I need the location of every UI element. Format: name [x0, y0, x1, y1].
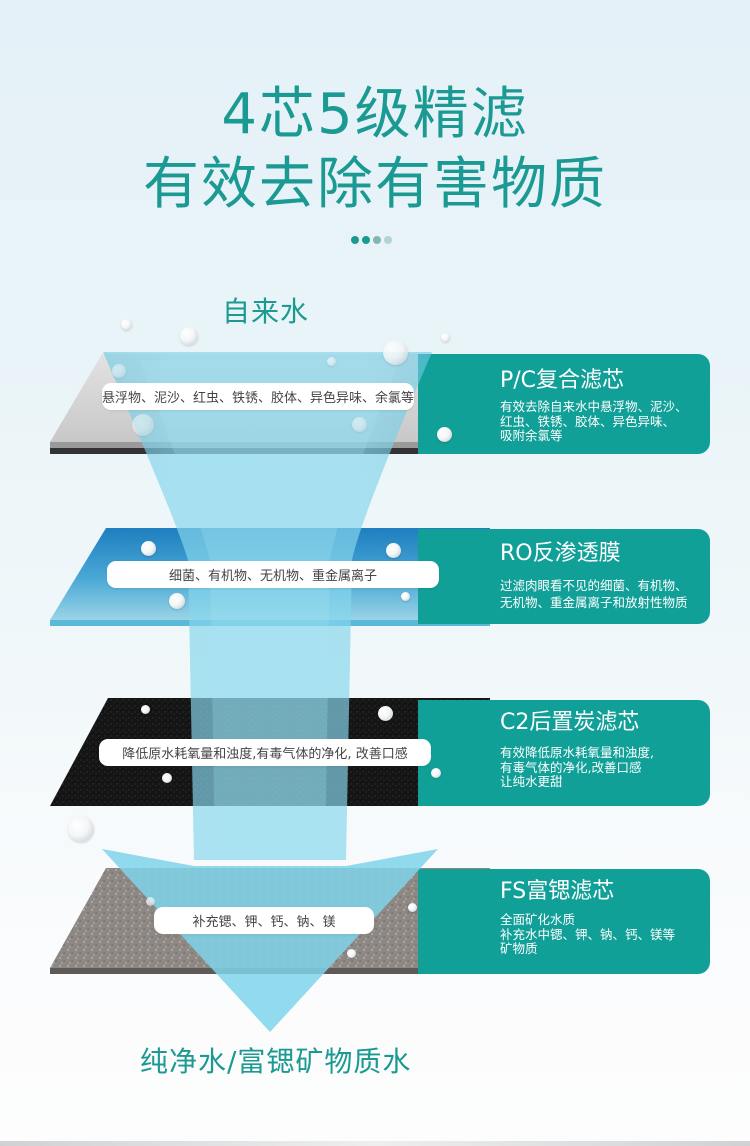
input-water-label: 自来水: [222, 295, 310, 328]
page-dot-3: [373, 236, 381, 244]
bubble-decoration: [378, 706, 393, 721]
removes-label-fs: 补充锶、钾、钙、钠、镁: [154, 907, 374, 934]
removes-label-ro: 细菌、有机物、无机物、重金属离子: [107, 561, 439, 588]
page-dot-2: [362, 236, 370, 244]
page-title-line1: 4芯5级精滤: [221, 82, 529, 147]
removes-label-c2: 降低原水耗氧量和浊度,有毒气体的净化, 改善口感: [99, 739, 431, 766]
stage-card-pc: P/C复合滤芯 有效去除自来水中悬浮物、泥沙、 红虫、铁锈、胶体、异色异味、 吸…: [418, 354, 710, 454]
bubble-decoration: [401, 592, 410, 601]
bubble-decoration: [327, 357, 336, 366]
page-dot-4: [384, 236, 392, 244]
bubble-decoration: [431, 768, 441, 778]
bubble-decoration: [141, 541, 156, 556]
bubble-decoration: [112, 364, 126, 378]
stage-card-fs: FS富锶滤芯 全面矿化水质 补充水中锶、钾、钠、钙、镁等 矿物质: [418, 869, 710, 974]
stage-description: 有效去除自来水中悬浮物、泥沙、 红虫、铁锈、胶体、异色异味、 吸附余氯等: [500, 399, 688, 443]
page-title-line2: 有效去除有害物质: [143, 152, 607, 217]
bubble-decoration: [146, 897, 155, 906]
stage-description: 全面矿化水质 补充水中锶、钾、钠、钙、镁等 矿物质: [500, 912, 676, 956]
output-water-label: 纯净水/富锶矿物质水: [140, 1045, 412, 1078]
stage-card-ro: RO反渗透膜 过滤肉眼看不见的细菌、有机物、 无机物、重金属离子和放射性物质: [418, 529, 710, 624]
bubble-decoration: [121, 319, 132, 330]
stage-title: FS富锶滤芯: [500, 879, 615, 904]
page-indicator: [351, 236, 392, 244]
bubble-decoration: [352, 417, 367, 432]
stage-description: 有效降低原水耗氧量和浊度, 有毒气体的净化,改善口感 让纯水更甜: [500, 745, 654, 789]
bubble-decoration: [169, 593, 185, 609]
bubble-decoration: [141, 705, 150, 714]
bottom-divider: [0, 1141, 750, 1146]
bubble-decoration: [347, 949, 356, 958]
stage-title: RO反渗透膜: [500, 541, 621, 566]
bubble-decoration: [162, 773, 172, 783]
bubble-decoration: [383, 340, 408, 365]
bubble-decoration: [68, 816, 94, 842]
bubble-decoration: [441, 333, 450, 342]
page-dot-1: [351, 236, 359, 244]
bubble-decoration: [132, 414, 154, 436]
stage-description: 过滤肉眼看不见的细菌、有机物、 无机物、重金属离子和放射性物质: [500, 578, 688, 610]
removes-label-pc: 悬浮物、泥沙、红虫、铁锈、胶体、异色异味、余氯等: [102, 383, 414, 410]
bubble-decoration: [408, 903, 417, 912]
bubble-decoration: [386, 543, 401, 558]
bubble-decoration: [437, 427, 452, 442]
stage-title: C2后置炭滤芯: [500, 710, 640, 735]
stage-title: P/C复合滤芯: [500, 368, 625, 393]
stage-card-c2: C2后置炭滤芯 有效降低原水耗氧量和浊度, 有毒气体的净化,改善口感 让纯水更甜: [418, 700, 710, 806]
bubble-decoration: [180, 327, 198, 345]
